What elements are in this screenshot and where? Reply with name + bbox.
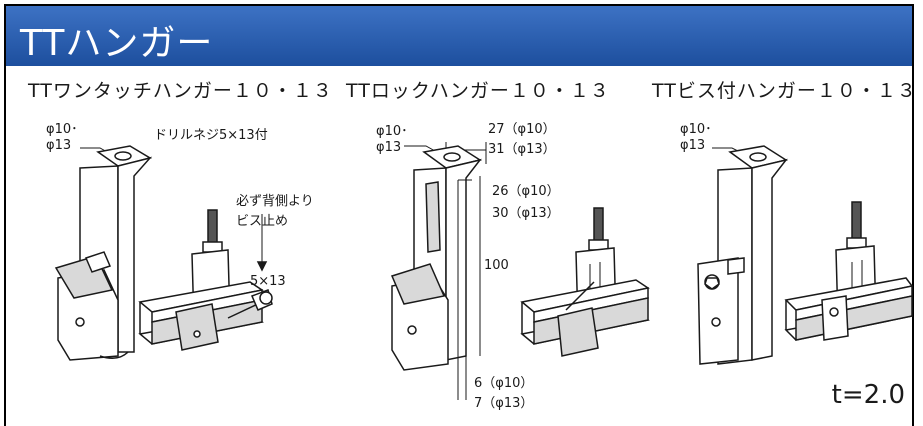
p3-phi10-label: φ10･ — [680, 122, 712, 137]
p1-phi10-label: φ10･ — [46, 122, 78, 137]
p1-note-line2: ビス止め — [236, 214, 289, 229]
p2-dim26: 26（φ10） — [492, 184, 560, 199]
product-title-lock: TTロックハンガー１０・１３ — [346, 80, 610, 102]
lock-installed-drawing — [520, 207, 650, 357]
p2-dim7: 7（φ13） — [474, 396, 534, 411]
p3-phi13-label: φ13 — [680, 138, 706, 153]
p1-size-label: 5×13 — [250, 274, 286, 289]
p1-screw-label: ドリルネジ5×13付 — [154, 128, 268, 143]
p2-dim30: 30（φ13） — [492, 206, 560, 221]
p1-phi13-label: φ13 — [46, 138, 72, 153]
thickness-label: t=2.0 — [831, 380, 905, 410]
screw-installed-drawing — [784, 201, 914, 341]
p1-note-line1: 必ず背側より — [236, 194, 314, 209]
content-frame — [4, 66, 914, 426]
one-touch-installed-drawing — [138, 209, 273, 351]
p2-dim27: 27（φ10） — [488, 122, 556, 137]
product-title-one-touch: TTワンタッチハンガー１０・１３ — [28, 80, 333, 102]
screw-hanger-drawing — [697, 145, 788, 365]
p2-dim31: 31（φ13） — [488, 142, 556, 157]
title-banner: TTハンガー — [4, 4, 914, 66]
lock-hanger-drawing — [390, 142, 487, 400]
p2-phi13-label: φ13 — [376, 140, 402, 155]
one-touch-hanger-drawing — [54, 145, 153, 361]
product-title-screw: TTビス付ハンガー１０・１３ — [652, 80, 917, 102]
p2-dim6: 6（φ10） — [474, 376, 534, 391]
p2-phi10-label: φ10･ — [376, 124, 408, 139]
p2-dim100: 100 — [484, 258, 509, 273]
page-title: TTハンガー — [20, 23, 214, 64]
